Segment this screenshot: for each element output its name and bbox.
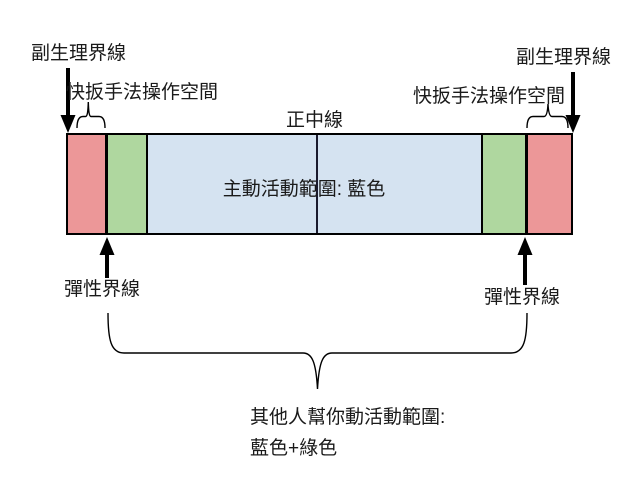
up-arrow-left xyxy=(99,237,115,278)
label-assisted-range-line2: 藍色+綠色 xyxy=(250,438,338,459)
segment-red-right xyxy=(527,133,573,235)
label-active-range: 主動活動範圍: 藍色 xyxy=(222,179,386,200)
midline-vertical-line xyxy=(316,135,318,233)
label-elastic-left: 彈性界線 xyxy=(64,279,141,300)
green-blue-boundary-left xyxy=(146,133,148,235)
label-paraphysiological-left: 副生理界線 xyxy=(31,43,127,64)
label-assisted-range-line1: 其他人幫你動活動範圍: xyxy=(250,407,446,428)
segment-green-right xyxy=(482,133,527,235)
elastic-boundary-line-left xyxy=(105,133,108,235)
small-brace-left xyxy=(76,101,106,129)
blue-green-boundary-right xyxy=(481,133,483,235)
down-arrow-right xyxy=(565,72,581,133)
big-under-brace xyxy=(107,312,528,390)
up-arrow-right xyxy=(517,237,533,285)
segment-red-left xyxy=(66,133,107,235)
elastic-boundary-line-right xyxy=(525,133,528,235)
label-elastic-right: 彈性界線 xyxy=(484,287,561,308)
segment-green-left xyxy=(107,133,147,235)
label-assisted-range: 其他人幫你動活動範圍: 藍色+綠色 xyxy=(250,402,445,464)
label-midline: 正中線 xyxy=(286,110,344,131)
label-thrust-space-right: 快扳手法操作空間 xyxy=(413,86,566,107)
label-paraphysiological-right: 副生理界線 xyxy=(516,47,612,68)
segment-blue-center xyxy=(147,133,482,235)
label-thrust-space-left: 快扳手法操作空間 xyxy=(66,82,219,103)
